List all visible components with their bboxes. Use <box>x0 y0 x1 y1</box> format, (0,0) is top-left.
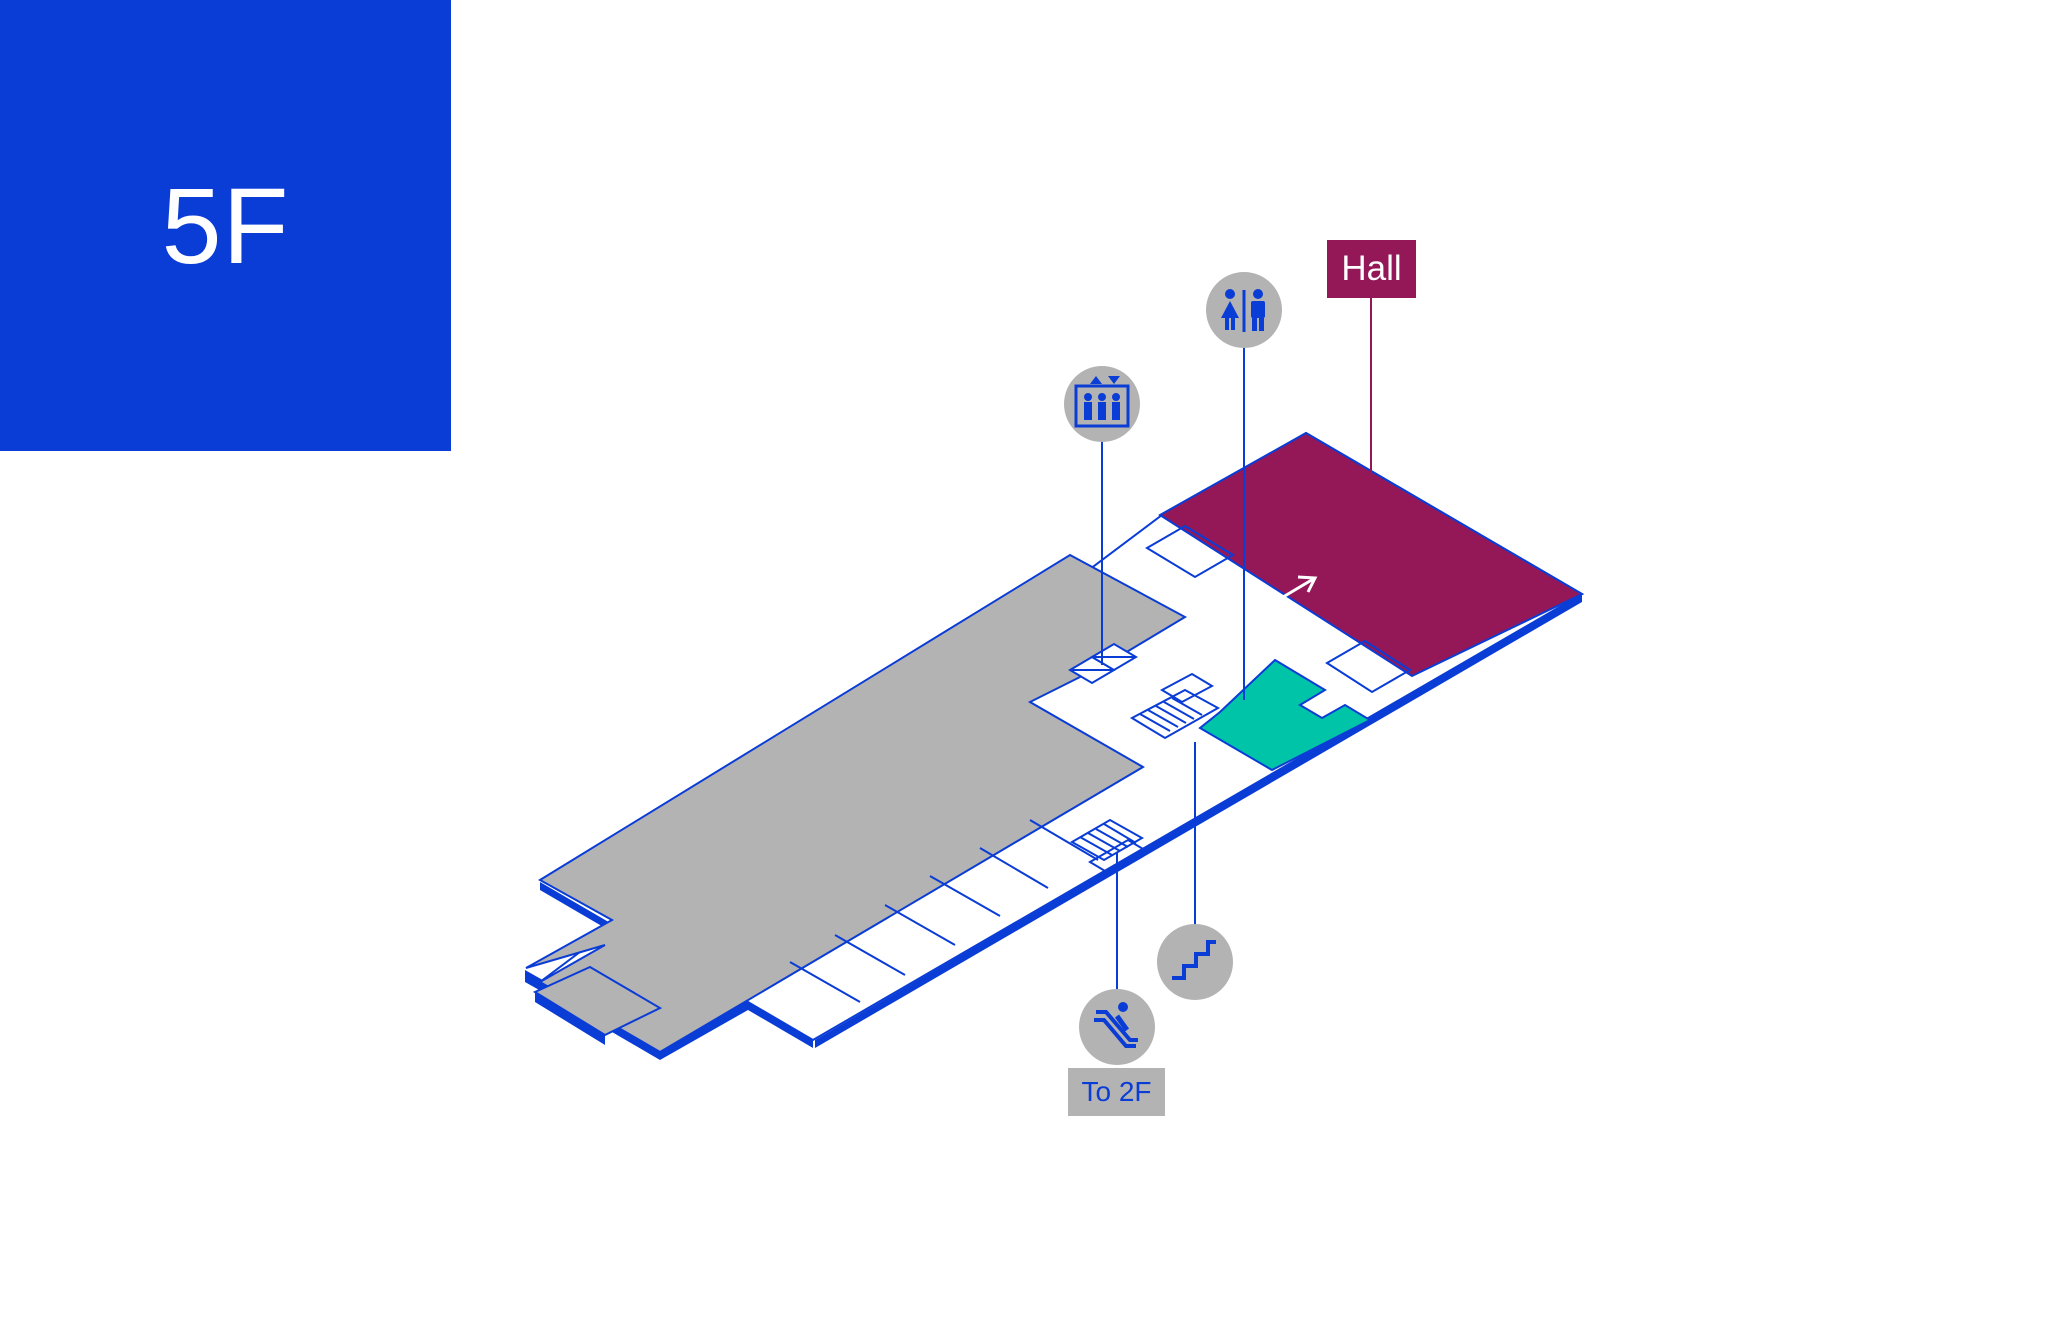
hall-area[interactable] <box>1158 431 1585 678</box>
floor-badge: 5F <box>0 0 451 451</box>
hall-entrance-arrow-icon <box>1277 575 1318 602</box>
escalator-icon[interactable] <box>1079 989 1155 1065</box>
leader-lines <box>1101 345 1245 990</box>
store-area-lower <box>532 965 663 1037</box>
restroom-icon[interactable] <box>1206 272 1282 348</box>
to-floor-label: To 2F <box>1068 1068 1165 1116</box>
escalator-graphic <box>1069 818 1150 876</box>
stairs-graphic <box>1129 672 1221 740</box>
room-outlines <box>789 524 1412 1003</box>
stairs-icon[interactable] <box>1157 924 1233 1000</box>
floor-label: 5F <box>161 165 290 286</box>
elevator-icon[interactable] <box>1064 366 1140 442</box>
restroom-area[interactable] <box>1198 658 1373 772</box>
hall-label[interactable]: Hall <box>1327 240 1416 298</box>
